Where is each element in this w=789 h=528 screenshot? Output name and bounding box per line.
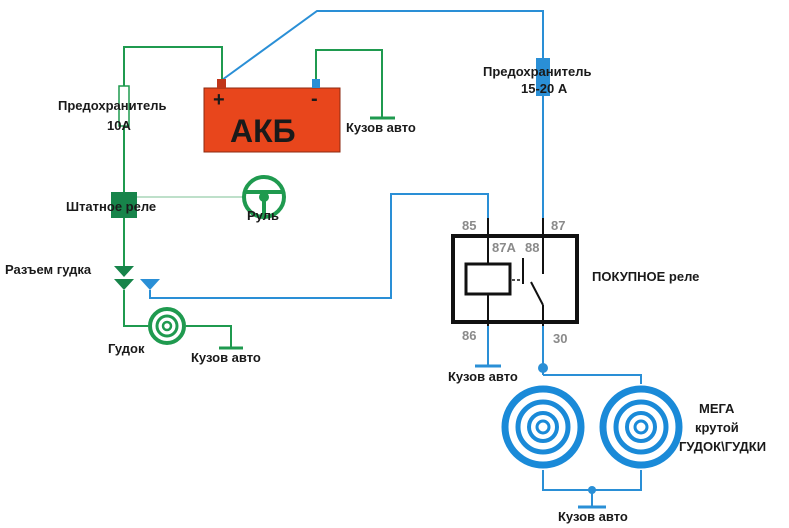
purchased-relay (451, 218, 579, 326)
ground-horns-label: Кузов авто (558, 509, 628, 524)
mega-horn-left-icon (501, 385, 585, 469)
pin-30-label: 30 (553, 331, 567, 346)
horn-connector-label: Разъем гудка (5, 262, 92, 277)
pin-87-label: 87 (551, 218, 565, 233)
stock-relay-label: Штатное реле (66, 199, 156, 214)
green-wires (123, 46, 383, 348)
ground-relay-label: Кузов авто (448, 369, 518, 384)
relay-switch-arm (530, 281, 544, 306)
fuse-big-label-2: 15-20 А (521, 81, 568, 96)
wire-battery-plus-to-small-fuse (123, 46, 223, 86)
wire-battery-to-big-fuse (221, 10, 544, 81)
wire-connector-to-horn (123, 290, 148, 327)
pin-87a-label: 87А (492, 240, 516, 255)
labels: Предохранитель 10А Предохранитель 15-20 … (5, 64, 766, 524)
wire-junction-to-right-horn (543, 374, 642, 384)
wire-horn-to-ground (186, 325, 232, 348)
mega-label-3: ГУДОК\ГУДКИ (679, 439, 766, 454)
connector-green-upper (114, 266, 134, 277)
ground-symbols (219, 116, 606, 509)
stock-relay (111, 192, 137, 218)
battery-label: АКБ (230, 113, 296, 149)
fuse-big (536, 58, 550, 96)
pin-88-label: 88 (525, 240, 539, 255)
pin-86-label: 86 (462, 328, 476, 343)
battery: + - АКБ (203, 79, 341, 153)
ground-horn-label: Кузов авто (191, 350, 261, 365)
relay-coil (464, 262, 512, 296)
horn-label: Гудок (108, 341, 145, 356)
junction-dot-horns (538, 363, 548, 373)
connector-green-lower (114, 279, 134, 290)
battery-minus-terminal (312, 79, 320, 88)
mega-horn-right-icon (599, 385, 683, 469)
new-relay-label: ПОКУПНОЕ реле (592, 269, 699, 284)
fuse-small (118, 85, 130, 127)
connector-blue (140, 279, 160, 290)
horn-connector (114, 266, 160, 290)
steering-wheel-icon (242, 175, 286, 219)
battery-plus-sign: + (213, 89, 225, 111)
stock-horn-icon (148, 307, 186, 345)
wire-battery-minus-to-ground (315, 49, 383, 118)
junction-dot-ground (588, 486, 596, 494)
battery-plus-terminal (217, 79, 226, 88)
relay-pin-labels: 85 87 87А 88 86 30 (462, 218, 567, 346)
wheel-label: Руль (247, 208, 279, 223)
battery-minus-sign: - (311, 88, 318, 110)
fuse-big-label-1: Предохранитель (483, 64, 591, 79)
ground-battery-label: Кузов авто (346, 120, 416, 135)
mega-label-1: МЕГА (699, 401, 735, 416)
wire-connector-to-pin85 (149, 193, 489, 299)
fuse-small-label-2: 10А (107, 118, 131, 133)
fuse-small-label-1: Предохранитель (58, 98, 166, 113)
battery-body (203, 87, 341, 153)
mega-label-2: крутой (695, 420, 739, 435)
pin-85-label: 85 (462, 218, 476, 233)
